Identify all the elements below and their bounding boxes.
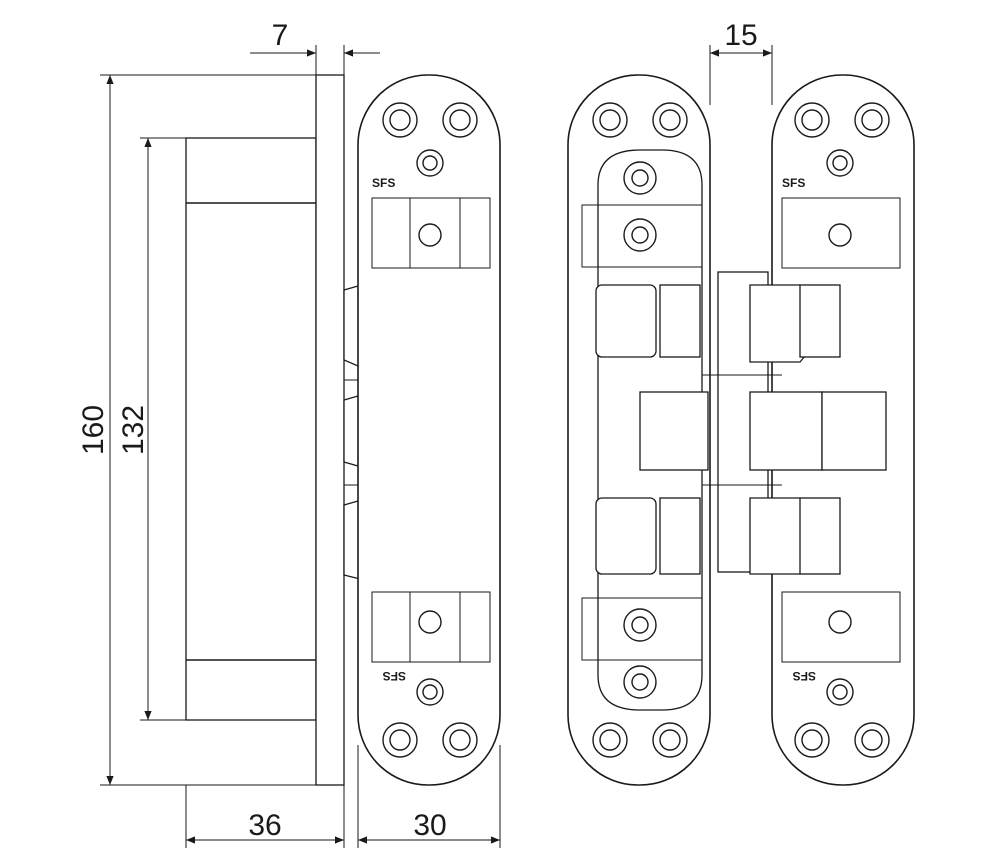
front-view: SFS SFS	[567, 74, 915, 786]
side-logo-bottom: SFS	[383, 669, 406, 683]
front-left-holes	[592, 102, 688, 758]
dim-label-15: 15	[724, 19, 757, 52]
side-logo-top: SFS	[372, 176, 395, 190]
dim-label-7: 7	[272, 19, 289, 52]
side-face-plate	[315, 74, 345, 786]
front-logo-top: SFS	[782, 176, 805, 190]
dimension-lines	[100, 45, 773, 848]
side-front-plate	[357, 74, 501, 786]
dim-label-30: 30	[413, 809, 446, 842]
side-plate-holes	[382, 102, 478, 758]
dim-label-36: 36	[248, 809, 281, 842]
dimension-labels: 160 132 7 15 36 30	[77, 19, 758, 842]
dim-label-160: 160	[77, 405, 110, 455]
dim-label-132: 132	[117, 405, 150, 455]
front-right-holes	[794, 102, 890, 758]
front-logo-bottom: SFS	[793, 669, 816, 683]
front-knuckles	[595, 271, 887, 575]
side-view: SFS SFS	[185, 74, 501, 786]
side-body	[185, 137, 317, 721]
